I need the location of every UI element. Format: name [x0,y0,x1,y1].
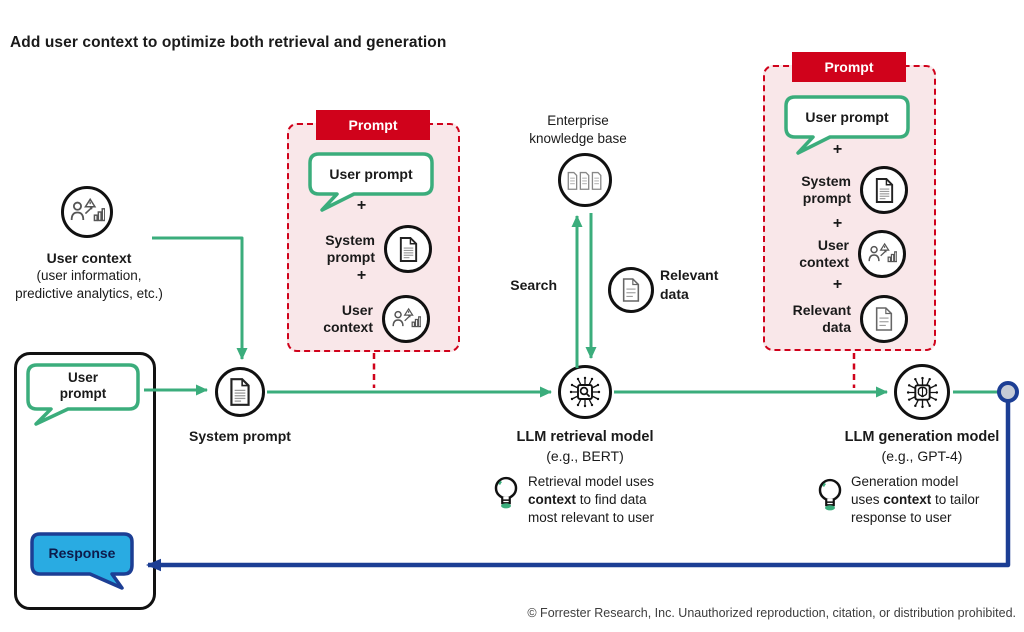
llm-generation-node [894,364,950,420]
page-title: Add user context to optimize both retrie… [10,34,447,51]
document-icon [399,236,417,262]
llm-generation-label: LLM generation model (e.g., GPT-4) [844,429,1000,464]
multi-document-icon [567,171,602,190]
user-context-mini-node [382,295,430,343]
chip-brain-icon [906,376,938,408]
user-context-mini-node [858,230,906,278]
prompt2-relevant-data-row: Relevant data [793,295,908,343]
document-node [384,225,432,273]
plus-sign: + [832,141,843,158]
prompt1-system-prompt-label: System prompt [325,232,375,265]
response-bubble: Response [30,532,134,590]
prompt2-relevant-data-label: Relevant data [792,302,851,335]
user-context-node [61,186,113,238]
prompt2-system-prompt-row: System prompt [801,166,908,214]
document-node [860,166,908,214]
system-prompt-label: System prompt [189,428,291,444]
knowledge-base-node [558,153,612,207]
relevant-data-label: Relevant data [660,267,719,302]
prompt1-user-prompt-bubble: User prompt [308,152,434,212]
plus-sign: + [356,197,367,214]
document-icon [875,177,893,203]
response-bubble-label: Response [48,545,116,561]
plus-sign: + [356,267,367,284]
llm-retrieval-label: LLM retrieval model (e.g., BERT) [516,429,654,464]
prompt1-user-context-label: User context [323,302,373,335]
search-label: Search [510,277,557,293]
user-prompt-bubble: User prompt [26,363,140,426]
prompt2-system-prompt-label: System prompt [801,173,851,206]
copyright-footer: © Forrester Research, Inc. Unauthorized … [527,606,1016,620]
prompt2-user-prompt-bubble: User prompt [784,95,910,155]
lightbulb-icon [494,476,518,509]
prompt2-user-context-label: User context [799,237,849,270]
lightbulb-icon [818,478,842,511]
user-analytics-icon [392,307,421,327]
document-icon [230,378,250,406]
prompt1-system-prompt-row: System prompt [325,225,432,273]
ekb-label: Enterprise knowledge base [529,113,627,146]
plus-sign: + [832,276,843,293]
relevant-data-node [608,267,654,313]
user-context-label: User context (user information, predicti… [15,250,163,301]
system-prompt-node [215,367,265,417]
prompt2-user-context-row: User context [799,230,906,278]
chip-search-icon [569,376,601,408]
prompt-box-1: User prompt + System prompt + U [287,123,460,352]
document-icon [875,307,893,331]
note-bold-context: context [528,492,577,507]
user-prompt-bubble-label: User prompt [59,370,107,401]
relevant-data-mini-node [860,295,908,343]
user-analytics-icon [868,242,897,262]
prompt2-header: Prompt [792,52,906,82]
user-analytics-icon [70,197,105,222]
prompt1-user-prompt-label: User prompt [329,166,413,182]
prompt-box-2: User prompt + System prompt + U [763,65,936,351]
plus-sign: + [832,215,843,232]
prompt1-header: Prompt [316,110,430,140]
llm-retrieval-node [558,365,612,419]
generation-note: Generation model uses context to tailor … [851,474,980,525]
document-icon [622,278,640,302]
prompt1-user-context-row: User context [323,295,430,343]
note-bold-context: context [883,492,932,507]
prompt2-user-prompt-label: User prompt [805,109,889,125]
endpoint-node [997,381,1019,403]
retrieval-note: Retrieval model uses context to find dat… [528,474,655,525]
